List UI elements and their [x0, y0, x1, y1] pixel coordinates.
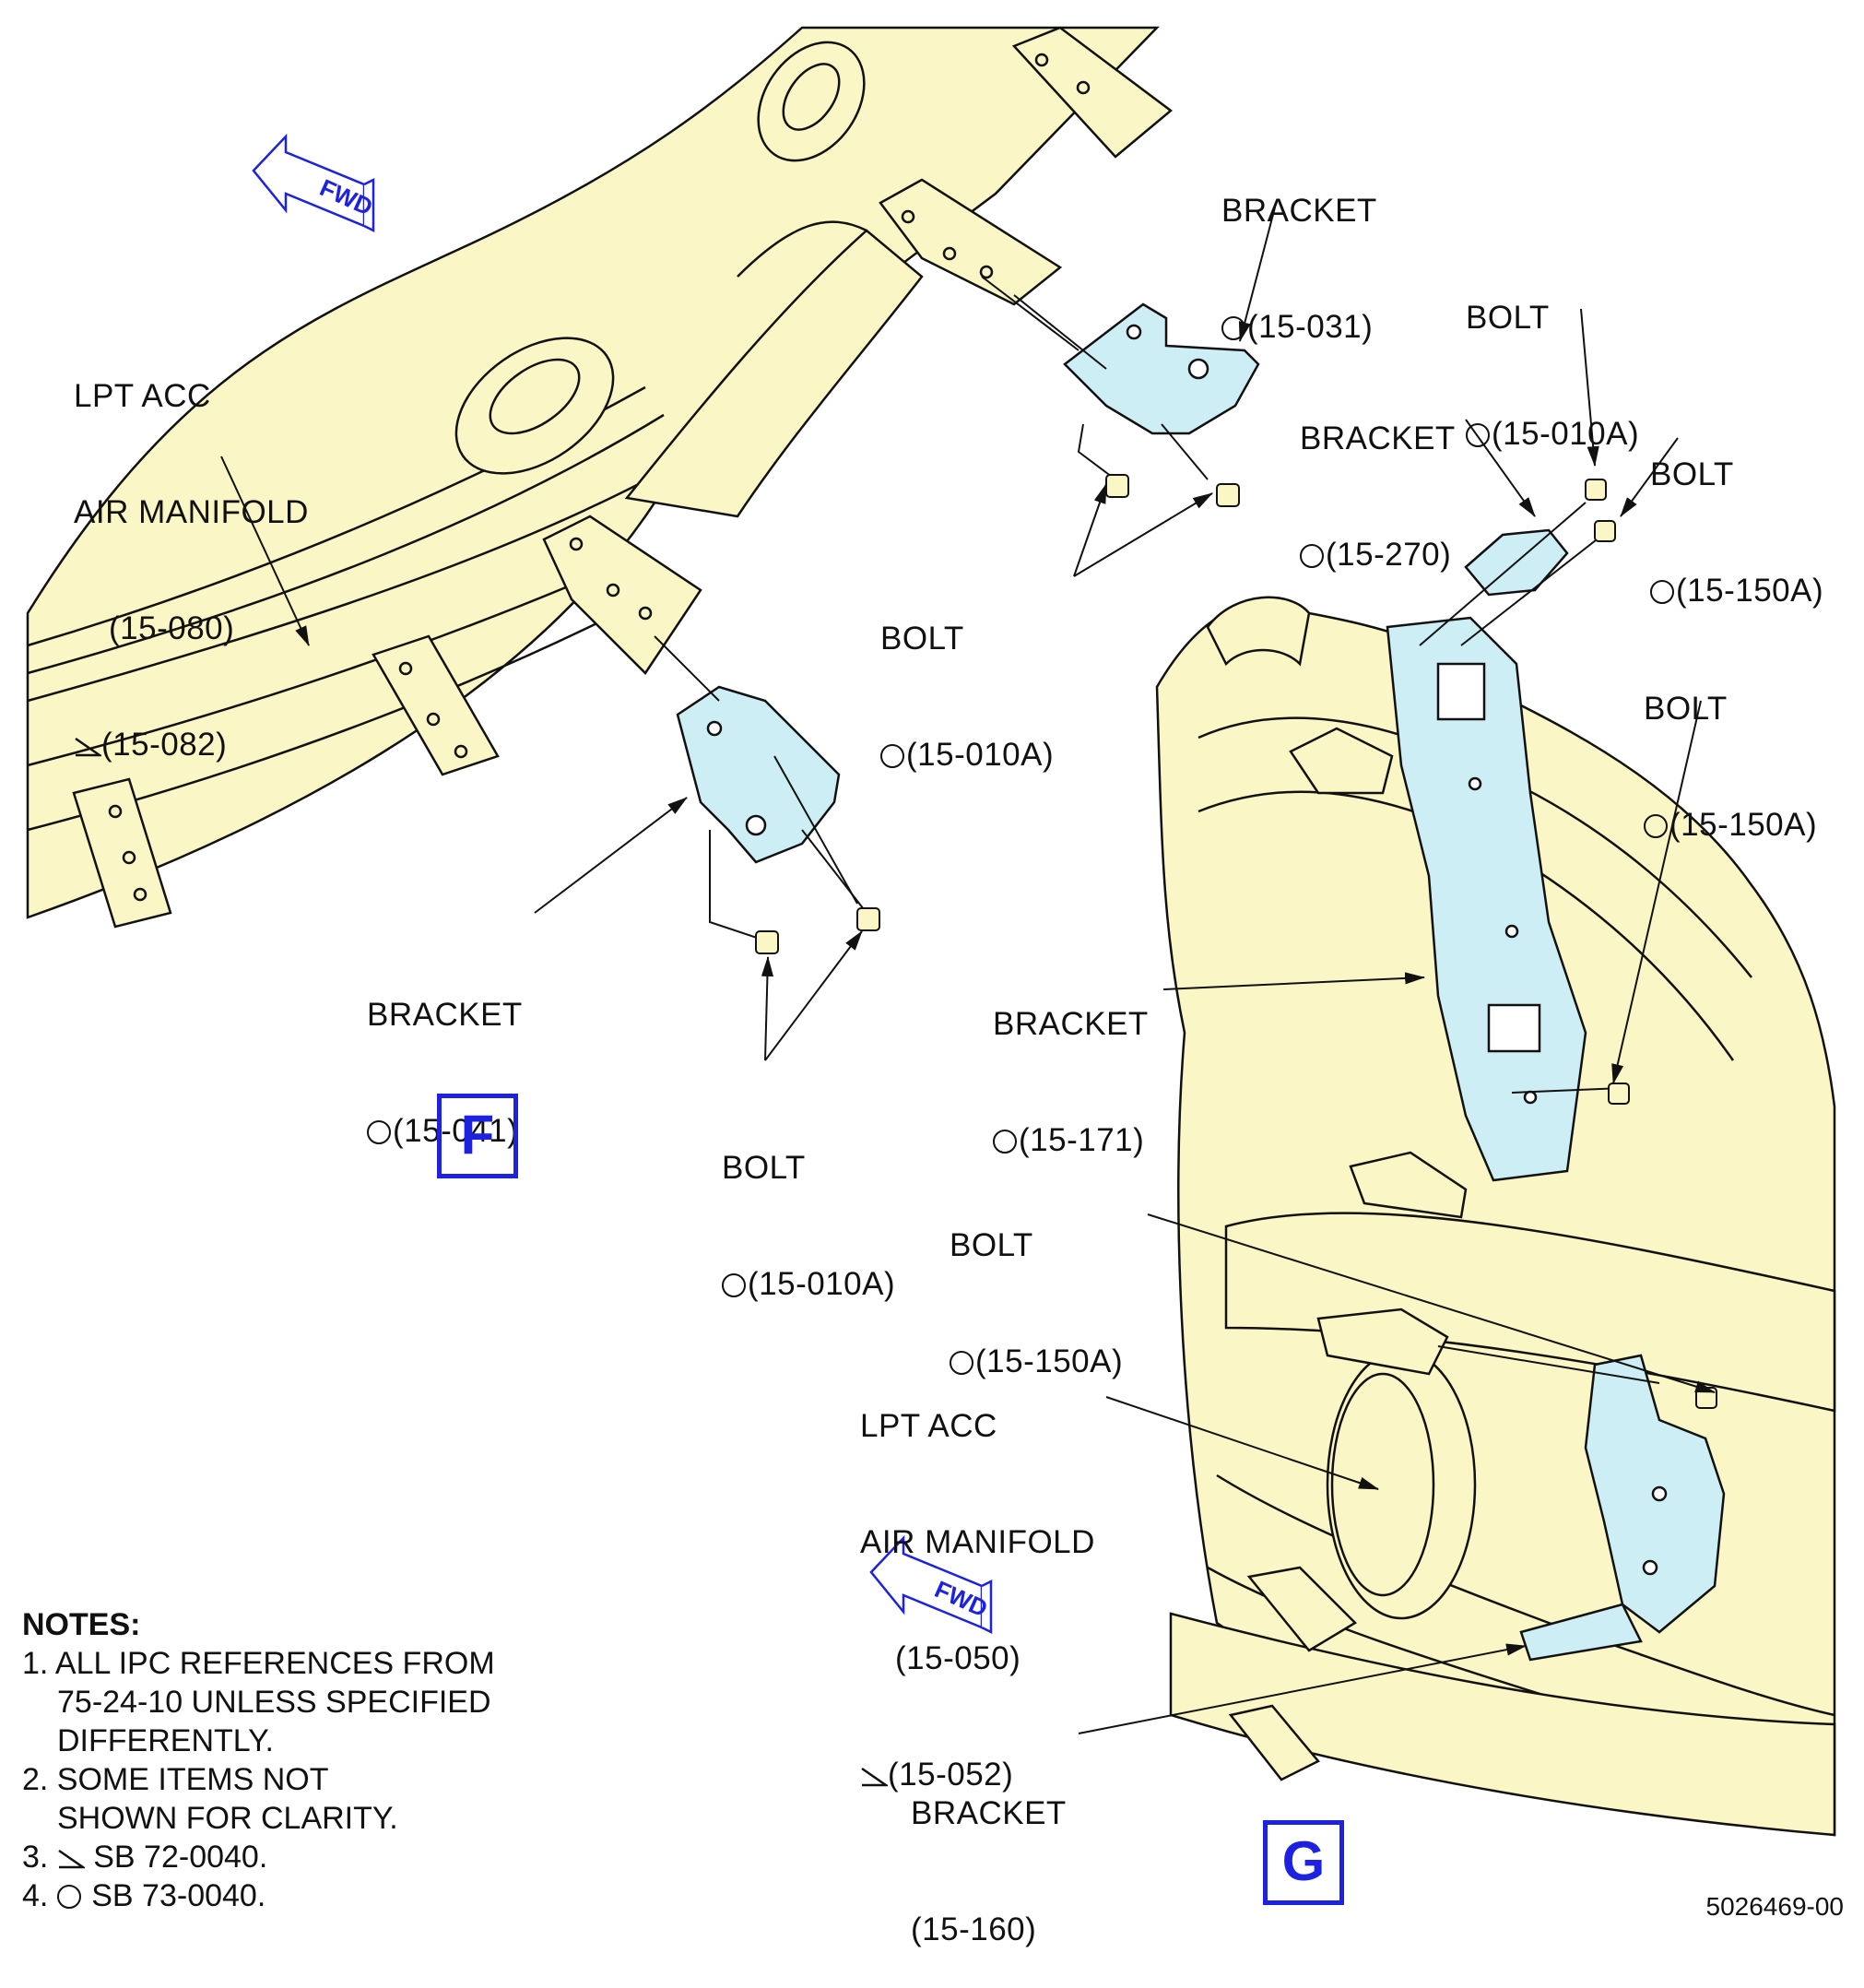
circle-mark-icon	[56, 1885, 81, 1909]
callout-name: LPT ACC	[74, 378, 211, 414]
triangle-mark-icon	[860, 1765, 888, 1787]
leader-lines	[220, 207, 1717, 1734]
circle-mark-icon	[1300, 544, 1324, 568]
note-2-line: 2. SOME ITEMS NOT	[22, 1762, 329, 1797]
circle-mark-icon	[950, 1351, 973, 1375]
callout-name: BOLT	[722, 1150, 806, 1186]
callout-name: BRACKET	[1300, 420, 1456, 456]
callout-name: BRACKET	[367, 997, 523, 1033]
view-label-g: G	[1263, 1820, 1344, 1905]
callout-bracket-270: BRACKET (15-270)	[1300, 342, 1456, 613]
manifold-f-mount-tabs	[72, 26, 1174, 929]
callout-manifold-050: LPT ACC AIR MANIFOLD (15-050) (15-052)	[860, 1330, 1095, 1833]
manifold-g-mount-tabs	[1228, 727, 1468, 1781]
note-3-text: SB 72-0040.	[84, 1840, 268, 1875]
note-2-line: SHOWN FOR CLARITY.	[57, 1801, 398, 1836]
callout-bracket-031: BRACKET (15-031)	[1221, 114, 1377, 385]
callout-ref: (15-041)	[393, 1113, 519, 1149]
callout-ref: (15-031)	[1247, 309, 1374, 345]
fwd-direction-arrow-icon: FWD	[252, 133, 377, 233]
callout-ref: (15-270)	[1326, 537, 1452, 573]
circle-mark-icon	[1644, 814, 1668, 838]
callout-name: BOLT	[880, 621, 964, 657]
triangle-mark-icon	[74, 735, 101, 757]
note-4-number: 4.	[22, 1878, 49, 1913]
callout-ref: (15-050)	[895, 1640, 1021, 1676]
callout-ref: (15-171)	[1019, 1122, 1145, 1158]
bracket-041-part	[676, 685, 841, 864]
circle-mark-icon	[1650, 580, 1674, 604]
note-3: 3. SB 72-0040.	[22, 1838, 495, 1876]
callout-name: AIR MANIFOLD	[74, 494, 309, 530]
note-4: 4. SB 73-0040.	[22, 1876, 495, 1915]
callout-bracket-041: BRACKET (15-041)	[367, 918, 523, 1189]
callout-name: BRACKET	[993, 1006, 1149, 1042]
bracket-171-part	[1386, 616, 1587, 1182]
callout-ref: (15-160)	[911, 1911, 1037, 1947]
callout-name: BOLT	[950, 1227, 1033, 1263]
callout-ref: (15-150A)	[1669, 807, 1818, 843]
callout-name: BOLT	[1466, 300, 1550, 336]
callout-ref: (15-080)	[109, 610, 235, 646]
callout-ref: (15-010A)	[748, 1266, 896, 1302]
callout-bolt-150a-low: BOLT (15-150A)	[950, 1149, 1123, 1420]
callout-bracket-160: BRACKET (15-160)	[911, 1717, 1067, 1988]
note-1-line: 75-24-10 UNLESS SPECIFIED	[57, 1685, 491, 1720]
callout-name: LPT ACC	[860, 1408, 997, 1444]
callout-manifold-080: LPT ACC AIR MANIFOLD (15-080) (15-082)	[74, 300, 309, 803]
bolts-view-f	[755, 474, 1240, 954]
callout-ref: (15-082)	[101, 727, 228, 763]
callout-ref: (15-150A)	[1676, 573, 1824, 609]
callout-name: BOLT	[1650, 456, 1734, 492]
manifold-080-duct	[26, 26, 1160, 919]
illustration-canvas: FWD FWD	[26, 26, 1836, 1837]
callout-bolt-010a-top: BOLT (15-010A)	[1466, 221, 1639, 492]
circle-mark-icon	[880, 744, 904, 768]
triangle-mark-icon	[57, 1847, 85, 1869]
callout-bracket-171: BRACKET (15-171)	[993, 928, 1149, 1199]
callout-name: AIR MANIFOLD	[860, 1524, 1095, 1560]
note-3-number: 3.	[22, 1840, 49, 1875]
circle-mark-icon	[1466, 423, 1490, 447]
assembly-lines-g	[1419, 502, 1660, 1384]
note-4-text: SB 73-0040.	[82, 1878, 266, 1913]
callout-bolt-010a-low: BOLT (15-010A)	[722, 1071, 895, 1343]
notes-block: NOTES: 1. ALL IPC REFERENCES FROM 75-24-…	[22, 1605, 495, 1915]
callout-bolt-010a-mid: BOLT (15-010A)	[880, 542, 1054, 813]
callout-ref: (15-010A)	[906, 737, 1055, 773]
note-1-line: 1. ALL IPC REFERENCES FROM	[22, 1646, 495, 1681]
callout-ref: (15-010A)	[1492, 416, 1640, 452]
callout-ref: (15-052)	[888, 1757, 1014, 1793]
bracket-031-part	[1063, 302, 1260, 435]
callout-name: BRACKET	[911, 1795, 1067, 1831]
circle-mark-icon	[722, 1273, 746, 1297]
bracket-160-part	[1519, 1354, 1726, 1662]
document-number: 5026469-00	[1705, 1892, 1844, 1921]
circle-mark-icon	[993, 1130, 1017, 1154]
circle-mark-icon	[367, 1120, 391, 1144]
note-1-line: DIFFERENTLY.	[57, 1723, 274, 1758]
callout-bolt-150a-mid: BOLT (15-150A)	[1644, 612, 1817, 883]
callout-ref: (15-150A)	[975, 1343, 1124, 1379]
callout-name: BOLT	[1644, 691, 1728, 727]
callout-bolt-150a-top: BOLT (15-150A)	[1650, 378, 1823, 649]
callout-name: BRACKET	[1221, 193, 1377, 229]
notes-heading: NOTES:	[22, 1607, 141, 1642]
circle-mark-icon	[1221, 316, 1245, 340]
assembly-lines-f	[654, 276, 1209, 941]
view-label-f: F	[437, 1094, 518, 1178]
